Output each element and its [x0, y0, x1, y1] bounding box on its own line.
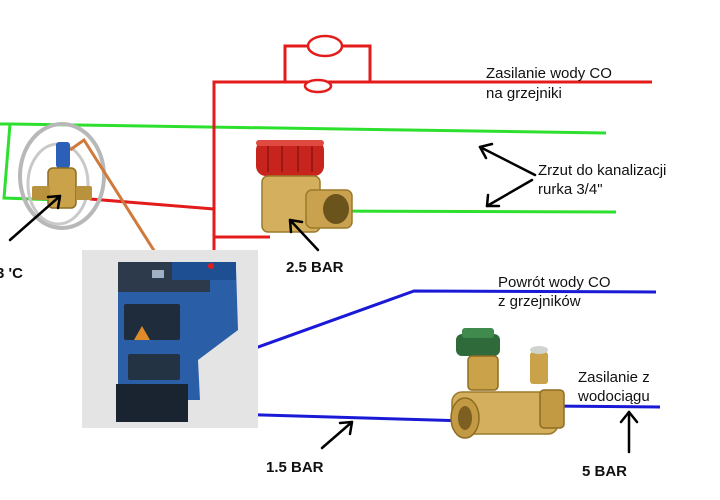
label-return-1: Powrót wody CO [498, 274, 611, 291]
circulation-pump-icon [303, 34, 344, 94]
label-drain-1: Zrzut do kanalizacji [538, 162, 666, 179]
arrow-drain-lower [485, 178, 534, 208]
arrow-drain-upper [478, 142, 537, 177]
label-safety-pressure: 2.5 BAR [286, 259, 344, 276]
drain-pipe-right [319, 209, 617, 214]
annotation-arrows [8, 142, 639, 454]
label-drain-2: rurka 3/4" [538, 181, 603, 198]
arrow-mains [619, 410, 639, 454]
label-mains-1: Zasilanie z [578, 369, 650, 386]
label-supply-1: Zasilanie wody CO [486, 65, 612, 82]
safety-valve-icon [256, 140, 353, 233]
label-mains-2: wodociągu [577, 388, 650, 405]
arrow-safety-valve [288, 218, 320, 252]
thermostatic-valve-icon [18, 122, 162, 261]
label-return-2: z grzejników [498, 293, 581, 310]
supply-pipe-main [212, 80, 652, 265]
return-pipe-upper [199, 289, 657, 357]
label-temperature: 3 'C [0, 265, 23, 282]
pressure-reducing-valve-icon [450, 328, 565, 439]
supply-branch-thermo [89, 197, 215, 211]
label-supply-2: na grzejniki [486, 85, 562, 102]
drain-pipe-top [0, 122, 607, 135]
arrow-reducer [320, 420, 354, 450]
arrow-temperature [8, 194, 62, 242]
label-mains-pressure: 5 BAR [582, 463, 627, 480]
mains-pipe [546, 404, 661, 409]
solid-fuel-boiler-icon [82, 250, 258, 428]
label-reducer-pressure: 1.5 BAR [266, 459, 324, 476]
